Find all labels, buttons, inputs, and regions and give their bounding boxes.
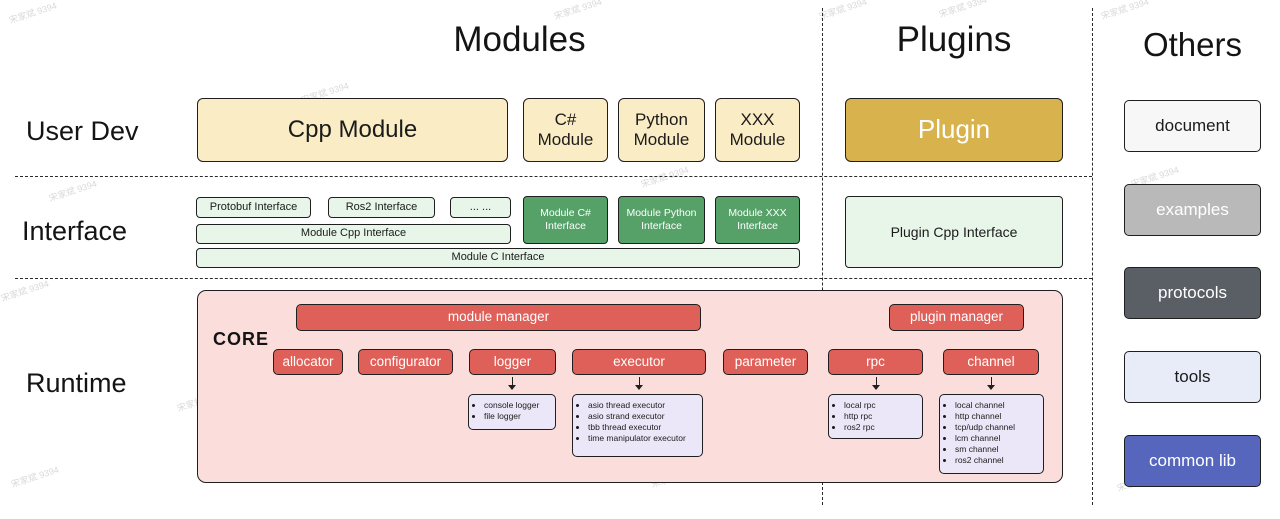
logger-box: logger xyxy=(469,349,556,375)
module-xxx-interface-box: Module XXX Interface xyxy=(715,196,800,244)
row-label-interface: Interface xyxy=(22,216,128,246)
module-cpp-interface-box: Module Cpp Interface xyxy=(196,224,511,244)
impl-list-item: sm channel xyxy=(955,444,1040,455)
executor-impl-list: asio thread executorasio strand executor… xyxy=(572,394,703,457)
impl-list-item: ros2 channel xyxy=(955,455,1040,466)
module-csharp-interface-box: Module C# Interface xyxy=(523,196,608,244)
interface-runtime-divider xyxy=(15,278,1092,279)
plugin-box: Plugin xyxy=(845,98,1063,162)
others-item-examples: examples xyxy=(1124,184,1261,236)
impl-list-item: http channel xyxy=(955,411,1040,422)
impl-list-item: file logger xyxy=(484,411,552,422)
watermark: 宋家斌 9394 xyxy=(552,0,604,22)
watermark: 宋家斌 9394 xyxy=(0,278,51,304)
impl-list-item: local rpc xyxy=(844,400,919,411)
impl-list-item: console logger xyxy=(484,400,552,411)
plugin-cpp-interface-box: Plugin Cpp Interface xyxy=(845,196,1063,268)
impl-list-item: lcm channel xyxy=(955,433,1040,444)
impl-list-item: time manipulator executor xyxy=(588,433,699,444)
impl-list-item: tbb thread executor xyxy=(588,422,699,433)
ellipsis-interface-box: ... ... xyxy=(450,197,511,218)
others-item-tools: tools xyxy=(1124,351,1261,403)
others-item-common-lib: common lib xyxy=(1124,435,1261,487)
channel-impl-list: local channelhttp channeltcp/udp channel… xyxy=(939,394,1044,474)
watermark: 宋家斌 9394 xyxy=(47,178,99,204)
watermark: 宋家斌 9394 xyxy=(817,0,869,22)
parameter-box: parameter xyxy=(723,349,808,375)
others-column-header: Others xyxy=(1142,26,1243,63)
module-c-interface-box: Module C Interface xyxy=(196,248,800,268)
rpc-box: rpc xyxy=(828,349,923,375)
watermark: 宋家斌 9394 xyxy=(1099,0,1151,22)
channel-box: channel xyxy=(943,349,1039,375)
cpp-module-box: Cpp Module xyxy=(197,98,508,162)
row-label-runtime: Runtime xyxy=(26,368,127,398)
plugins-others-divider xyxy=(1092,8,1093,505)
impl-list-item: tcp/udp channel xyxy=(955,422,1040,433)
core-label: CORE xyxy=(213,329,270,349)
impl-list-item: local channel xyxy=(955,400,1040,411)
protobuf-interface-box: Protobuf Interface xyxy=(196,197,311,218)
plugin-manager-box: plugin manager xyxy=(889,304,1024,331)
executor-box: executor xyxy=(572,349,706,375)
rpc-arrow xyxy=(872,377,881,390)
channel-arrow xyxy=(987,377,996,390)
plugins-column-header: Plugins xyxy=(896,20,1012,59)
rpc-impl-list: local rpchttp rpcros2 rpc xyxy=(828,394,923,439)
python-module-box: Python Module xyxy=(618,98,705,162)
watermark: 宋家斌 9394 xyxy=(937,0,989,20)
executor-arrow xyxy=(635,377,644,390)
impl-list-item: asio thread executor xyxy=(588,400,699,411)
logger-arrow xyxy=(508,377,517,390)
row-label-user-dev: User Dev xyxy=(26,116,139,146)
xxx-module-box: XXX Module xyxy=(715,98,800,162)
others-item-protocols: protocols xyxy=(1124,267,1261,319)
csharp-module-box: C# Module xyxy=(523,98,608,162)
impl-list-item: asio strand executor xyxy=(588,411,699,422)
modules-plugins-divider xyxy=(822,8,823,505)
impl-list-item: ros2 rpc xyxy=(844,422,919,433)
userdev-interface-divider xyxy=(15,176,1092,177)
core-box: CORE module manager plugin manager alloc… xyxy=(197,290,1063,483)
logger-impl-list: console loggerfile logger xyxy=(468,394,556,430)
watermark: 宋家斌 9394 xyxy=(7,0,59,26)
module-manager-box: module manager xyxy=(296,304,701,331)
modules-column-header: Modules xyxy=(453,20,586,59)
others-item-document: document xyxy=(1124,100,1261,152)
allocator-box: allocator xyxy=(273,349,343,375)
impl-list-item: http rpc xyxy=(844,411,919,422)
watermark: 宋家斌 9394 xyxy=(9,464,61,490)
configurator-box: configurator xyxy=(358,349,453,375)
module-python-interface-box: Module Python Interface xyxy=(618,196,705,244)
ros2-interface-box: Ros2 Interface xyxy=(328,197,435,218)
